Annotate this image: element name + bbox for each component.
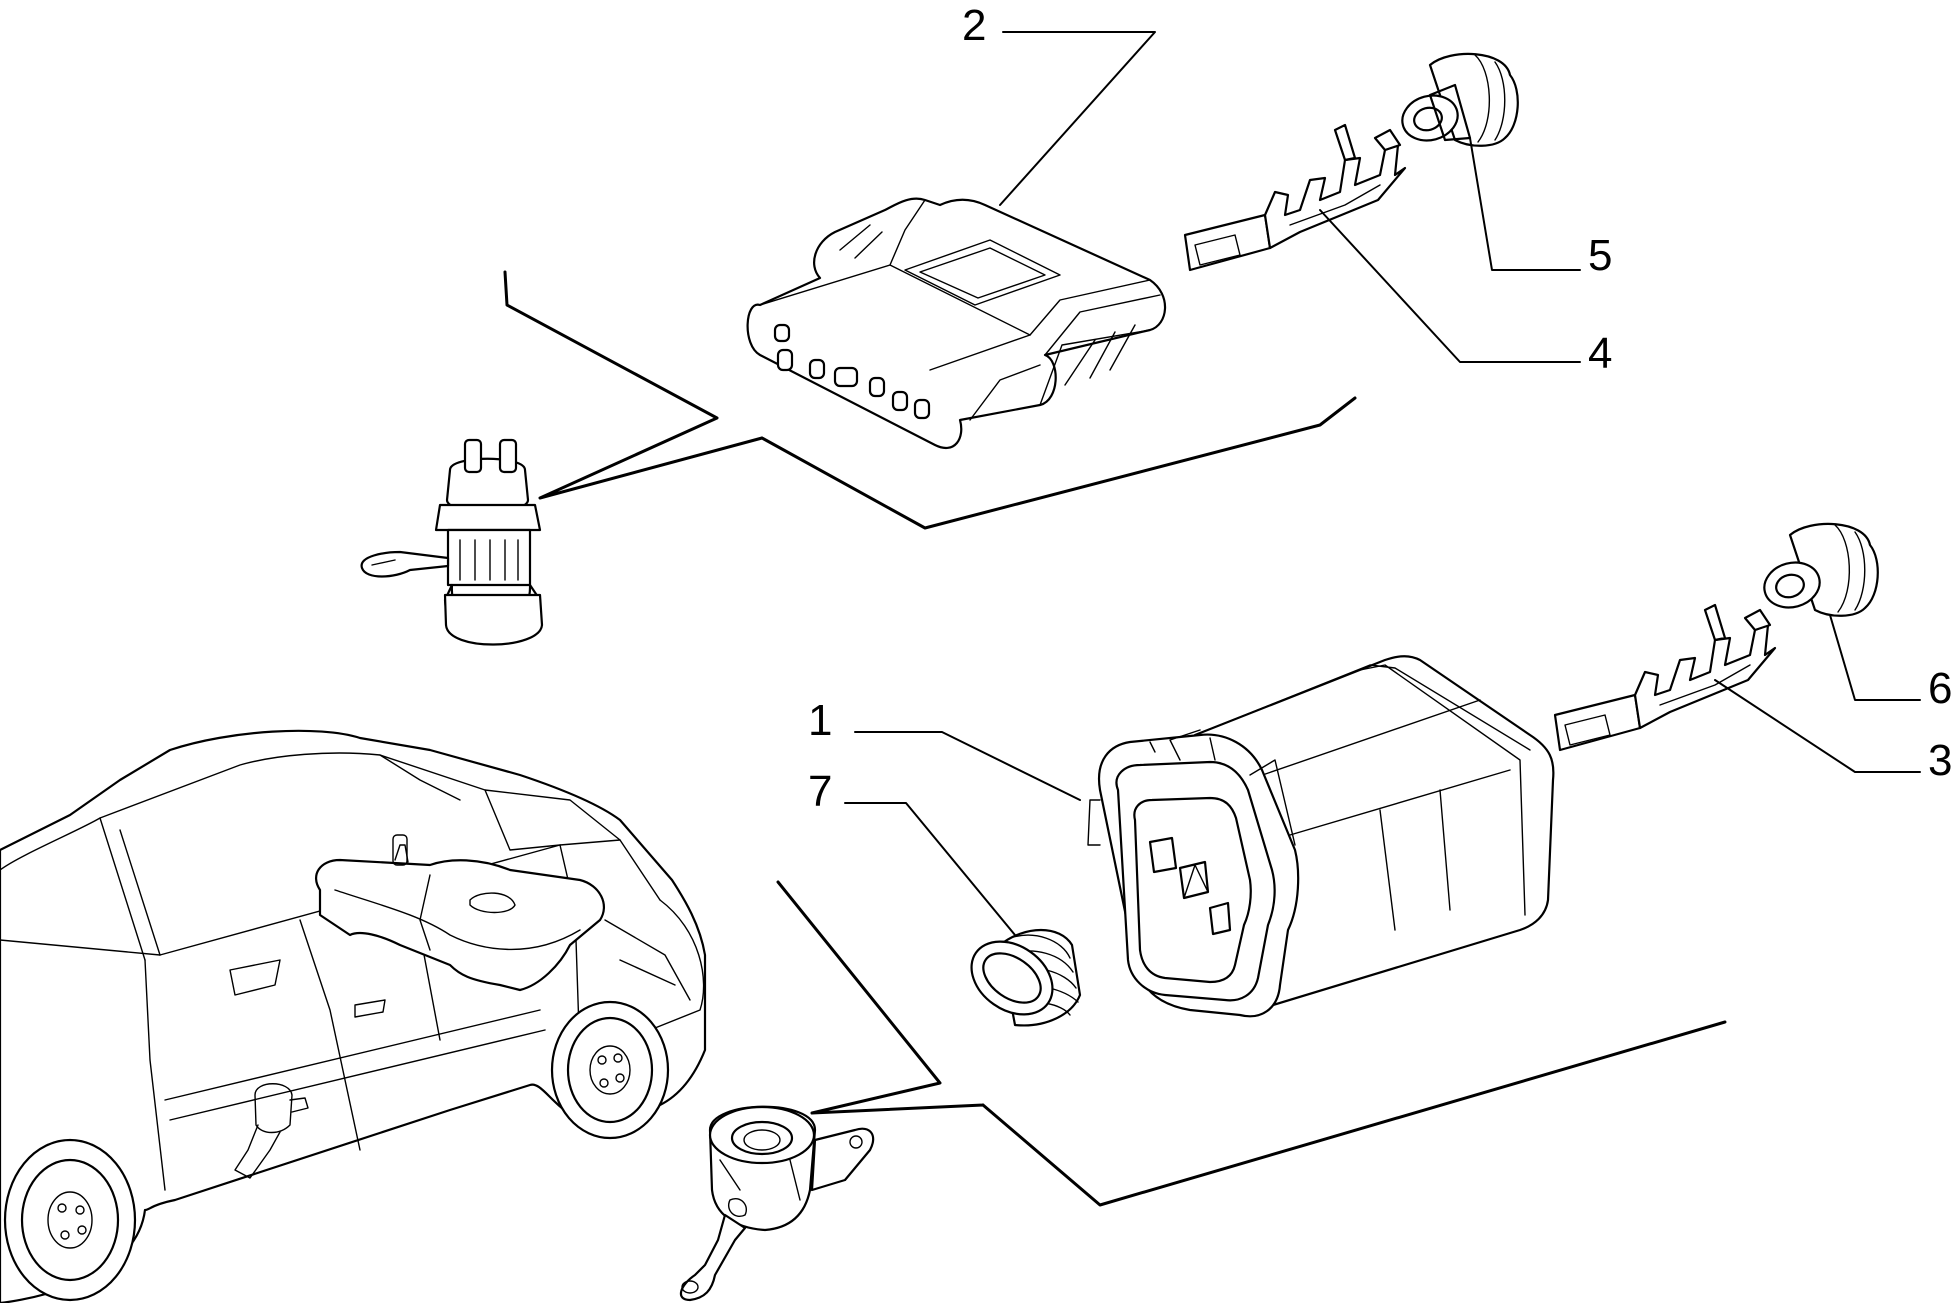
terminal-female-bottom [1553, 603, 1777, 752]
callout-4: 4 [1588, 329, 1612, 378]
car-illustration [0, 729, 707, 1303]
callout-7: 7 [808, 767, 832, 816]
seal-grommet-top [1401, 52, 1519, 147]
callout-1: 1 [808, 696, 832, 745]
connector-multi-pin [746, 197, 1167, 449]
seal-grommet-bottom [1763, 522, 1879, 617]
sensor-bracket [679, 1105, 875, 1302]
leader-bracket-bottom [776, 880, 1727, 1207]
callout-6: 6 [1928, 664, 1952, 713]
connector-3-pin [1087, 655, 1555, 1018]
callout-2: 2 [962, 1, 986, 50]
callout-leaders [844, 31, 1921, 936]
terminal-female-top [1183, 123, 1407, 272]
fuel-level-sensor [360, 438, 544, 646]
bellows-seal [970, 928, 1082, 1027]
callout-3: 3 [1928, 736, 1952, 785]
callout-5: 5 [1588, 231, 1612, 280]
leader-bracket-top [503, 270, 1357, 530]
